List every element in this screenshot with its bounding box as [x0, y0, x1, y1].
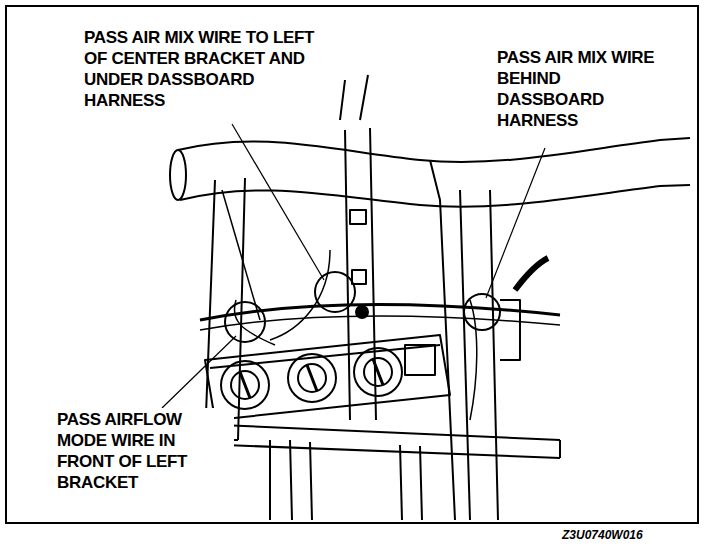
dashboard-frame	[170, 75, 690, 520]
leader-lines	[162, 124, 545, 408]
callout-note: PASS AIR MIX WIRE TO LEFT OF CENTER BRAC…	[82, 26, 336, 112]
callout-note: PASS AIR MIX WIRE BEHIND DASSBOARD HARNE…	[495, 46, 664, 132]
figure-code: Z3U0740W016	[560, 528, 645, 542]
callout-note: PASS AIRFLOW MODE WIRE IN FRONT OF LEFT …	[55, 408, 234, 494]
frame	[6, 6, 698, 523]
